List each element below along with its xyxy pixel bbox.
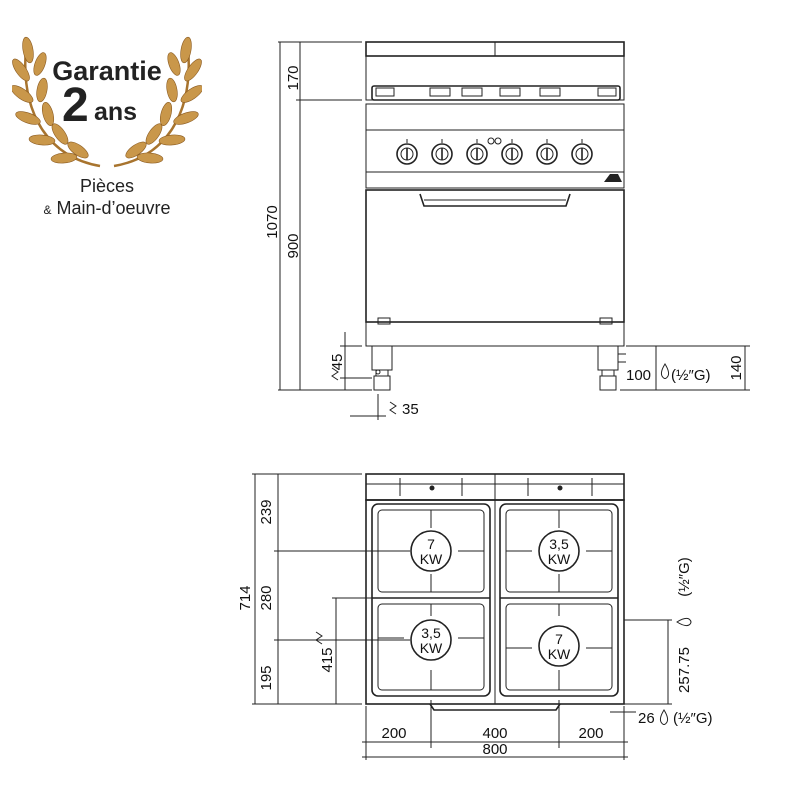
top-dimensions [252,473,672,760]
burner-1: 7 KW [410,530,452,572]
warranty-title: Garantie [52,56,162,86]
dim-body-height: 900 [285,233,302,258]
burner-4: 7 KW [538,625,580,667]
burner-1-unit: KW [420,551,443,567]
indicator-light-1 [487,137,495,145]
burner-2-power: 3,5 [549,536,569,552]
front-feet [371,345,626,391]
burner-1-power: 7 [427,536,435,552]
dim-gas-side: 257.75 [676,647,693,693]
dim-depth-front: 195 [258,665,275,690]
burner-2-unit: KW [548,551,571,567]
indicator-light-2 [494,137,502,145]
dim-width-right: 200 [578,725,603,742]
top-view: 7 KW 3,5 KW 3,5 KW 7 KW [237,473,712,760]
dim-foot-gas: 45 [329,354,346,371]
warranty-badge: Garantie 2 ans Pièces & Main-d’oeuvre [12,18,202,228]
burner-4-unit: KW [548,646,571,662]
knob-5 [536,143,558,165]
dim-gas-side-thread: (½″G) [676,557,693,596]
laurel-wreath-icon [12,36,202,168]
warranty-labor-text: Main-d’oeuvre [56,198,171,218]
grate-right [499,503,619,697]
burner-2: 3,5 KW [538,530,580,572]
control-panel [365,103,625,189]
ampersand: & [43,203,52,217]
warranty-unit: ans [94,98,138,126]
dim-total-height: 1070 [264,205,281,238]
knob-3 [466,143,488,165]
front-grates [371,85,621,101]
dim-width-total: 800 [482,741,507,758]
oven-door [365,189,625,323]
control-knobs [396,137,593,165]
burner-3-unit: KW [420,640,443,656]
dim-elec-height: 415 [319,647,336,672]
front-rail [429,703,561,711]
gas-drop-icon [659,709,669,725]
dim-foot-offset: 35 [402,401,419,418]
dim-right-height: 140 [728,355,745,380]
knob-6 [571,143,593,165]
electric-symbol-icon [389,401,397,415]
dim-depth-total: 714 [237,585,254,610]
front-view: 170 1070 900 45 35 100 (½″G) 140 [264,41,750,420]
dim-width-left: 200 [381,725,406,742]
dim-gas-thread: (½″G) [671,367,710,384]
dim-gas-front: 26 [638,710,655,727]
dim-gas-height: 100 [626,367,651,384]
front-dimensions [278,41,750,420]
dim-depth-mid: 280 [258,585,275,610]
gas-drop-icon [660,363,670,379]
gas-drop-icon [676,617,692,627]
electric-symbol-icon [315,631,323,645]
warranty-parts: Pièces [79,176,135,196]
burner-4-power: 7 [555,631,563,647]
knob-4 [501,143,523,165]
knob-1 [396,143,418,165]
oven-handle [419,193,571,207]
warranty-years: 2 [62,79,89,132]
warranty-labor: & Main-d’oeuvre [12,198,202,219]
dim-gas-front-thread: (½″G) [673,710,712,727]
burner-3-power: 3,5 [421,625,441,641]
dim-width-mid: 400 [482,725,507,742]
brand-logo-icon [604,174,622,182]
burner-3: 3,5 KW [410,619,452,661]
knob-2 [431,143,453,165]
dim-depth-back: 239 [258,499,275,524]
dim-top-section: 170 [285,65,302,90]
grate-left [371,503,491,697]
electric-symbol-icon [331,367,339,381]
